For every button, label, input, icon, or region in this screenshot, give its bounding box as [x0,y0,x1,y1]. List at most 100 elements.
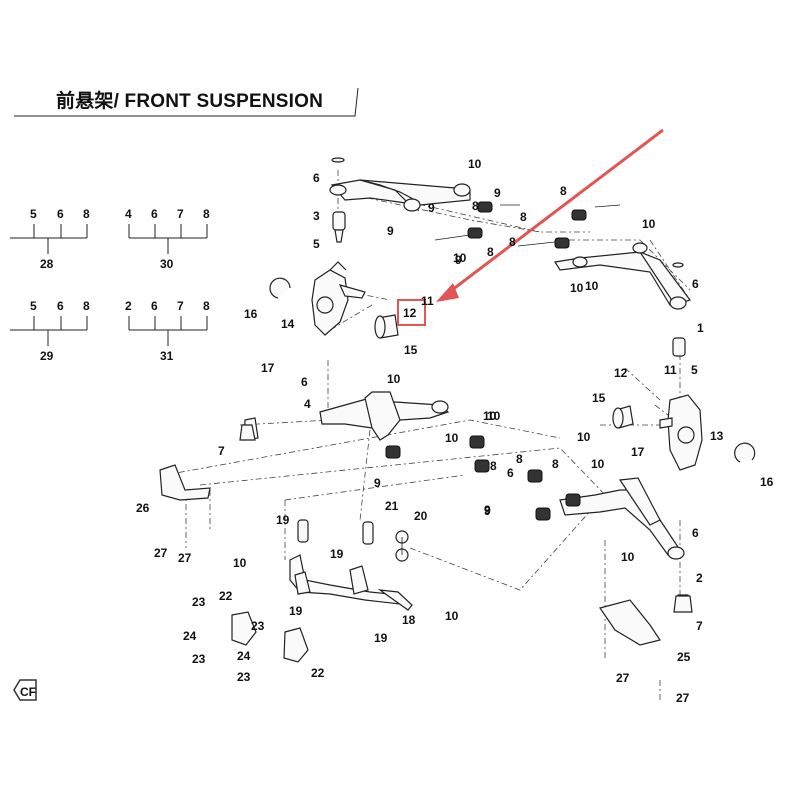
highlight-box [397,299,426,326]
kit-31-item-4: 8 [203,299,210,313]
lower-left-control-arm [243,391,490,473]
kit-28-item-1: 5 [30,207,37,221]
circlip-right [734,442,756,463]
callout-10: 10 [445,431,459,445]
callout-16: 16 [760,475,774,489]
callout-23: 23 [237,670,251,684]
callout-8: 8 [487,245,494,259]
right-steering-knuckle [659,394,703,471]
callout-8: 8 [520,210,527,224]
callout-5: 5 [313,237,320,251]
callout-20: 20 [414,509,428,523]
callout-6: 6 [507,466,514,480]
callout-12: 12 [403,306,417,320]
callout-10: 10 [570,281,584,295]
callout-3: 3 [313,209,320,223]
callout-24: 24 [237,649,251,663]
kit-29-item-3: 8 [83,299,90,313]
callout-9: 9 [428,201,435,215]
kit-28-item-3: 8 [83,207,90,221]
callout-21: 21 [385,499,399,513]
brackets-22 [231,611,309,663]
callout-10: 10 [487,409,501,423]
callout-10: 10 [445,609,459,623]
pointer-arrow-line [447,128,664,295]
kit-28-label: 28 [40,257,54,271]
callout-10: 10 [585,279,599,293]
page-title: 前悬架/ FRONT SUSPENSION [56,91,324,112]
callout-8: 8 [516,452,523,466]
callout-12: 12 [614,366,628,380]
kit-28-item-2: 6 [57,207,64,221]
callout-19: 19 [276,513,290,527]
callout-17: 17 [631,445,645,459]
callout-7: 7 [218,444,225,458]
kit-30-item-4: 8 [203,207,210,221]
callout-18: 18 [402,613,416,627]
callout-27: 27 [616,671,630,685]
bracket-25 [599,599,661,646]
callout-27: 27 [178,551,192,565]
callout-9: 9 [387,224,394,238]
callout-9: 9 [374,476,381,490]
callout-9: 9 [455,253,462,267]
kit-tree-29: 5 6 8 29 [10,299,90,363]
callout-9: 9 [494,186,501,200]
callout-11: 11 [664,363,677,377]
callout-23: 23 [192,652,206,666]
bracket-26 [159,464,211,501]
callout-22: 22 [219,589,233,603]
kit-31-item-1: 2 [125,299,132,313]
upper-left-control-arm [329,157,471,243]
callout-8: 8 [509,235,516,249]
upper-bushings [434,201,621,249]
callout-6: 6 [692,277,699,291]
callout-24: 24 [183,629,197,643]
kit-31-item-2: 6 [151,299,158,313]
callout-13: 13 [710,429,724,443]
callout-8: 8 [560,184,567,198]
brand-logo: CF [13,679,37,701]
bearing-right [612,405,634,429]
left-steering-knuckle [311,261,366,336]
callout-8: 8 [490,459,497,473]
callout-8: 8 [472,199,479,213]
kit-29-item-1: 5 [30,299,37,313]
callout-23: 23 [251,619,265,633]
callout-14: 14 [281,317,295,331]
ball-joints [239,424,693,613]
svg-text:CF: CF [20,685,36,699]
callout-15: 15 [404,343,418,357]
kit-tree-31: 2 6 7 8 31 [125,299,210,363]
pointer-arrow-head [436,283,459,302]
callout-2: 2 [696,571,703,585]
callout-10: 10 [577,430,591,444]
callout-7: 7 [696,619,703,633]
callout-5: 5 [691,363,698,377]
callout-9: 9 [484,503,491,517]
kit-30-item-1: 4 [125,207,132,221]
callout-9: 9 [484,504,491,518]
callout-17: 17 [261,361,275,375]
callout-10: 10 [387,372,401,386]
kit-31-label: 31 [160,349,174,363]
callout-23: 23 [192,595,206,609]
callout-10: 10 [233,556,247,570]
kit-29-label: 29 [40,349,54,363]
lower-right-control-arm [527,469,691,611]
callout-19: 19 [289,604,303,618]
callout-16: 16 [244,307,258,321]
callout-10: 10 [642,217,656,231]
callout-4: 4 [304,397,311,411]
callout-11: 11 [421,294,434,308]
upper-right-control-arm [554,242,691,357]
bearing-left [374,314,399,339]
kit-tree-28: 5 6 8 28 [10,207,90,271]
callout-26: 26 [136,501,150,515]
callout-10: 10 [621,550,635,564]
kit-29-item-2: 6 [57,299,64,313]
callout-27: 27 [676,691,690,705]
